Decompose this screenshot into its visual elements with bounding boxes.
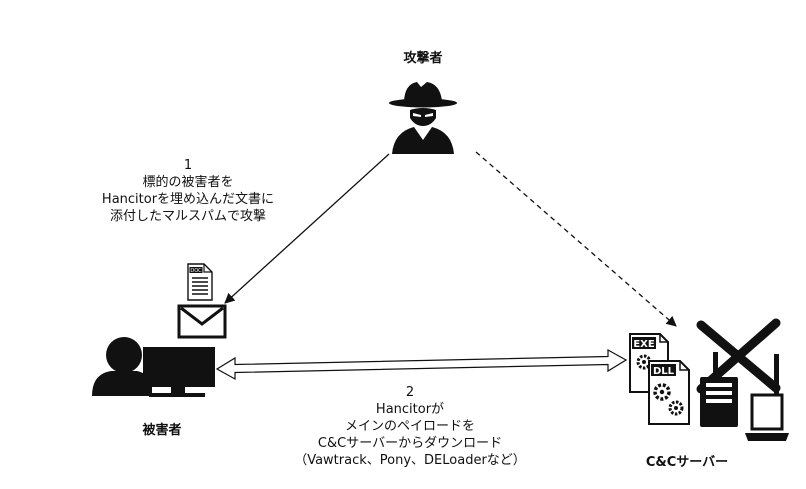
document-icon: DOC	[187, 263, 213, 301]
step2-line-3: C&Cサーバーからダウンロード	[317, 436, 503, 451]
download-double-arrow	[215, 348, 628, 381]
step1-line-1: 標的の被害者を	[142, 175, 234, 190]
attacker-label: 攻撃者	[403, 51, 443, 66]
step2-description: 2 Hancitorが メインのペイロードを C&Cサーバーからダウンロード （…	[250, 384, 570, 469]
step2-line-1: Hancitorが	[375, 402, 445, 417]
attacker-to-server-arrow	[475, 151, 677, 327]
exe-icon-text: EXE	[633, 339, 655, 350]
attack-arrow	[224, 153, 390, 304]
step1-number: 1	[183, 158, 193, 173]
victim-label: 被害者	[142, 423, 182, 438]
step1-description: 1 標的の被害者を Hancitorを埋め込んだ文書に 添付したマルスパムで攻撃	[48, 157, 328, 225]
step2-line-2: メインのペイロードを	[344, 419, 475, 434]
step2-line-4: （Vawtrack、Pony、DELoaderなど）	[294, 453, 526, 468]
attacker-icon	[389, 82, 457, 154]
step1-line-3: 添付したマルスパムで攻撃	[109, 209, 266, 224]
envelope-icon	[177, 304, 227, 339]
server-label: C&Cサーバー	[645, 455, 729, 470]
step1-line-2: Hancitorを埋め込んだ文書に	[101, 192, 275, 207]
cc-server-icon	[696, 318, 789, 441]
dll-icon-text: DLL	[653, 366, 675, 377]
victim-icon	[92, 337, 215, 397]
dll-file-icon: DLL	[648, 360, 690, 425]
step2-number: 2	[405, 385, 415, 400]
doc-icon-text: DOC	[190, 268, 202, 274]
